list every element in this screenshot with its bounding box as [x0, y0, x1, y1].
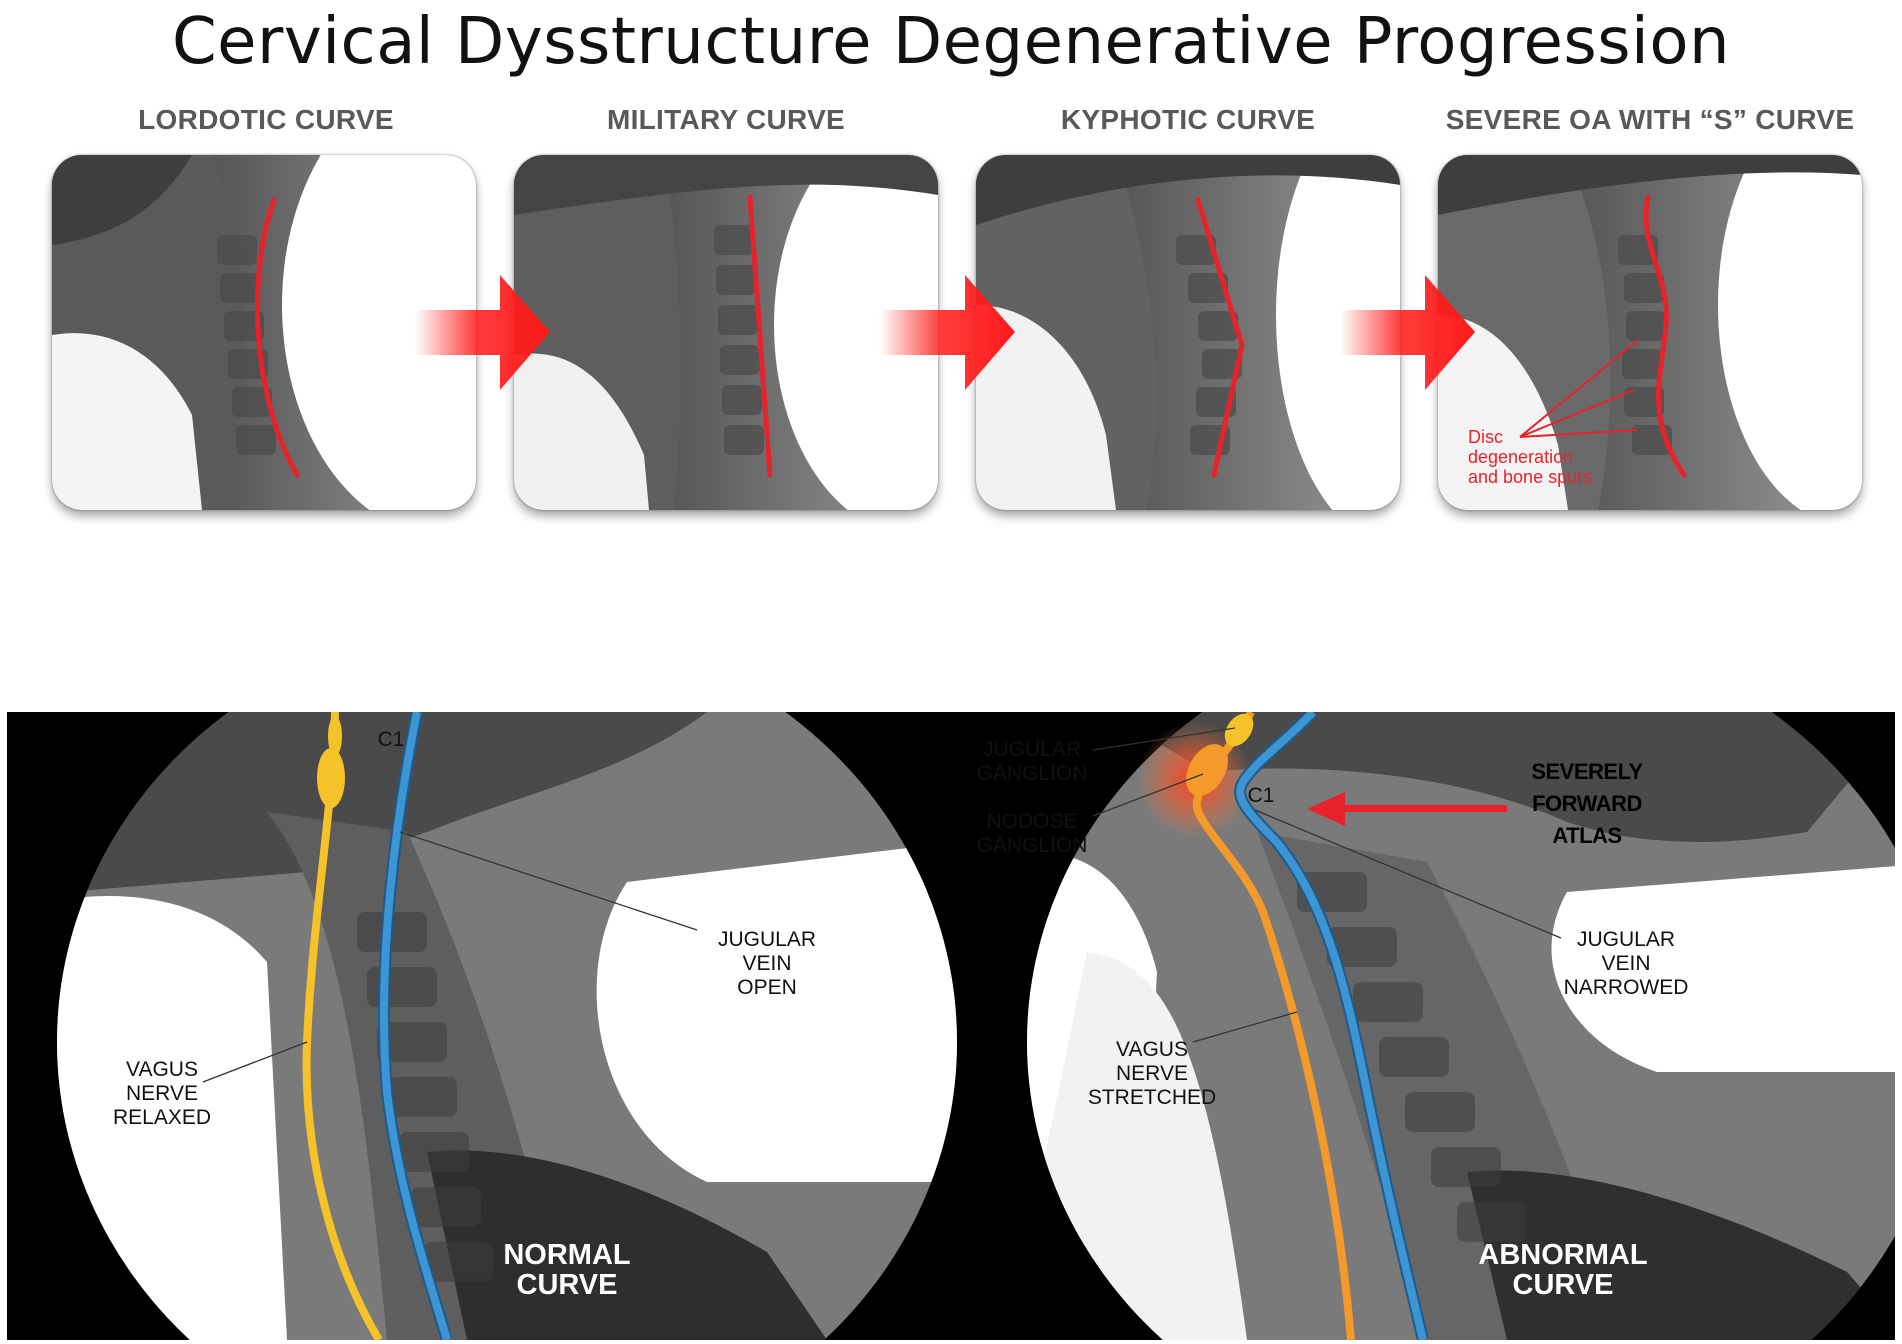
vagus-relaxed-label-3: RELAXED: [112, 1106, 212, 1129]
vagus-relaxed-label-1: VAGUS: [126, 1058, 198, 1081]
severely-forward-atlas-label-1: SEVERELY: [1531, 759, 1643, 784]
vagus-stretched-label-2: NERVE: [1116, 1062, 1188, 1085]
stage-label-military: MILITARY CURVE: [606, 104, 846, 135]
spine-curve-line: [254, 197, 300, 478]
jugular-vein-open-label-3: OPEN: [737, 976, 797, 999]
abnormal-xray-view: [1027, 712, 1895, 1340]
vagus-stretched-label-1: VAGUS: [1116, 1038, 1188, 1061]
progression-arrow-1: [415, 275, 550, 390]
progression-arrow-2: [880, 275, 1015, 390]
forward-atlas-arrow: [1307, 792, 1507, 826]
xray-panel-lordotic: [52, 155, 476, 510]
leader-vein-narrowed: [1254, 809, 1562, 939]
vagus-nerve-normal: [302, 712, 383, 1340]
disc-pointer-lines: [1519, 339, 1639, 438]
severely-forward-atlas-label-3: ATLAS: [1552, 823, 1622, 848]
spine-curve-line: [1195, 197, 1245, 478]
stage-label-lordotic: LORDOTIC CURVE: [138, 104, 394, 135]
leader-nerve-stretched: [1192, 1011, 1298, 1043]
leader-jugular-ganglion: [1092, 727, 1236, 751]
jugular-ganglion-label-1: JUGULAR: [982, 738, 1082, 761]
xray-panel-military: [514, 155, 938, 510]
disc-annotation-line-3: and bone spurs: [1468, 467, 1593, 487]
nodose-ganglion-label-1: NODOSE: [986, 810, 1078, 833]
spine-curve-line: [1643, 194, 1687, 478]
jugular-vein-narrowed-label-3: NARROWED: [1563, 976, 1689, 999]
vagus-stretched-label-3: STRETCHED: [1087, 1086, 1217, 1109]
progression-arrow-3: [1340, 275, 1475, 390]
disc-annotation-line-2: degeneration: [1468, 447, 1574, 467]
abnormal-curve-label-2: CURVE: [1512, 1269, 1614, 1301]
c1-label-abnormal: C1: [1247, 784, 1275, 807]
xray-panel-kyphotic: [976, 155, 1400, 510]
stage-label-severe-oa: SEVERE OA WITH “S” CURVE: [1445, 104, 1855, 135]
vagus-comparison-panel: C1 JUGULAR VEIN OPEN VAGUS NERVE RELAXED…: [7, 712, 1895, 1340]
severely-forward-atlas-label-2: FORWARD: [1532, 791, 1642, 816]
vagus-relaxed-label-2: NERVE: [126, 1082, 198, 1105]
c1-label-normal: C1: [377, 728, 405, 751]
stage-label-kyphotic: KYPHOTIC CURVE: [1060, 104, 1316, 135]
jugular-vein-open-label-1: JUGULAR: [717, 928, 817, 951]
jugular-vein-narrowed-label-2: VEIN: [1601, 952, 1651, 975]
page-title: Cervical Dysstructure Degenerative Progr…: [171, 5, 1731, 79]
jugular-ganglion-label-2: GANGLION: [976, 762, 1088, 785]
jugular-vein-open-label-2: VEIN: [742, 952, 792, 975]
normal-curve-label-2: CURVE: [516, 1269, 618, 1301]
jugular-vein-narrowed-label-1: JUGULAR: [1576, 928, 1676, 951]
spine-curve-line: [747, 194, 773, 478]
abnormal-curve-label-1: ABNORMAL: [1478, 1239, 1648, 1271]
vagus-nerve-abnormal: [1186, 712, 1355, 1340]
nodose-ganglion-label-2: GANGLION: [976, 834, 1088, 857]
leader-vein-open: [399, 831, 698, 931]
normal-curve-label-1: NORMAL: [503, 1239, 631, 1271]
xray-panel-severe-oa: Disc degeneration and bone spurs: [1438, 155, 1862, 510]
leader-nerve-relaxed: [202, 1041, 308, 1083]
disc-annotation-line-1: Disc: [1468, 427, 1503, 447]
leader-nodose-ganglion: [1092, 773, 1204, 817]
